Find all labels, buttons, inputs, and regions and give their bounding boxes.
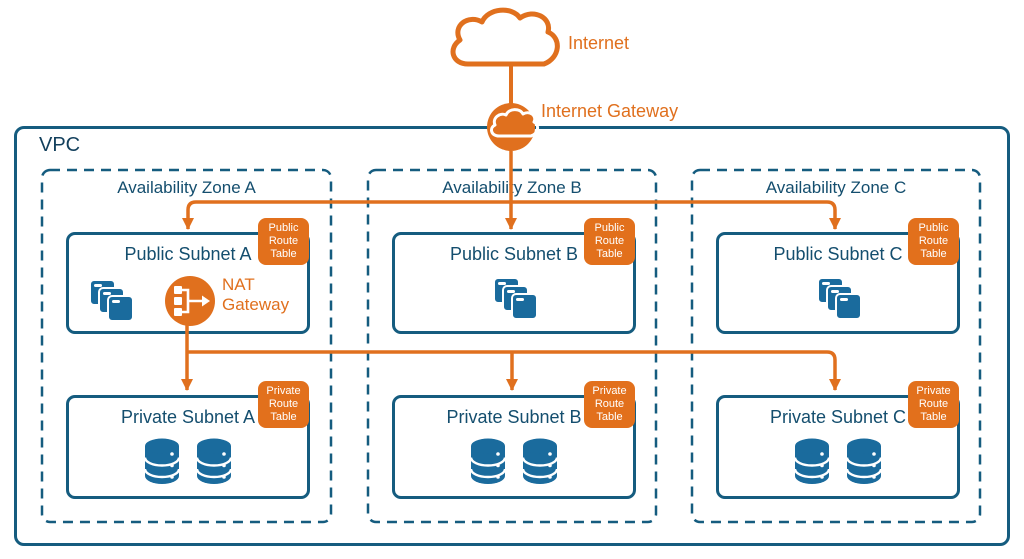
- ec2-instances-icon: [493, 277, 539, 321]
- internet-label: Internet: [568, 33, 630, 53]
- database-icons: [395, 438, 633, 486]
- nat-gateway-label: NAT Gateway: [222, 275, 290, 314]
- public-subnet-a: Public Subnet A Public Route Table NAT G…: [66, 218, 310, 334]
- internet-gateway-label: Internet Gateway: [541, 101, 679, 121]
- database-icon: [196, 438, 232, 484]
- availability-zone-c: Availability Zone C Public Subnet C Publ…: [692, 170, 980, 522]
- private-route-table-badge: Private Route Table: [584, 381, 635, 428]
- public-route-table-badge: Public Route Table: [908, 218, 959, 265]
- public-route-table-badge: Public Route Table: [584, 218, 635, 265]
- private-route-table-badge: Private Route Table: [258, 381, 309, 428]
- private-subnet-a: Private Subnet A Private Route Table: [66, 381, 310, 499]
- availability-zone-b: Availability Zone B Public Subnet B Publ…: [368, 170, 656, 522]
- zone-c-label: Availability Zone C: [765, 178, 907, 197]
- database-icon: [846, 438, 882, 484]
- database-icon: [794, 438, 830, 484]
- zone-b-label: Availability Zone B: [442, 178, 582, 197]
- private-subnet-b: Private Subnet B Private Route Table: [392, 381, 636, 499]
- zone-a-label: Availability Zone A: [117, 178, 256, 197]
- database-icon: [522, 438, 558, 484]
- ec2-instances-icon: [89, 279, 135, 323]
- database-icon: [470, 438, 506, 484]
- public-route-table-badge: Public Route Table: [258, 218, 309, 265]
- database-icons: [69, 438, 307, 486]
- nat-gateway-icon: [165, 276, 215, 326]
- availability-zone-a: Availability Zone A Public Subnet A Publ…: [42, 170, 331, 522]
- private-subnet-c: Private Subnet C Private Route Table: [716, 381, 960, 499]
- database-icons: [719, 438, 957, 486]
- public-subnet-b: Public Subnet B Public Route Table: [392, 218, 636, 334]
- database-icon: [144, 438, 180, 484]
- private-route-table-badge: Private Route Table: [908, 381, 959, 428]
- ec2-instances-icon: [817, 277, 863, 321]
- internet-cloud-icon: [450, 7, 560, 67]
- public-subnet-c: Public Subnet C Public Route Table: [716, 218, 960, 334]
- vpc-label: VPC: [39, 134, 81, 156]
